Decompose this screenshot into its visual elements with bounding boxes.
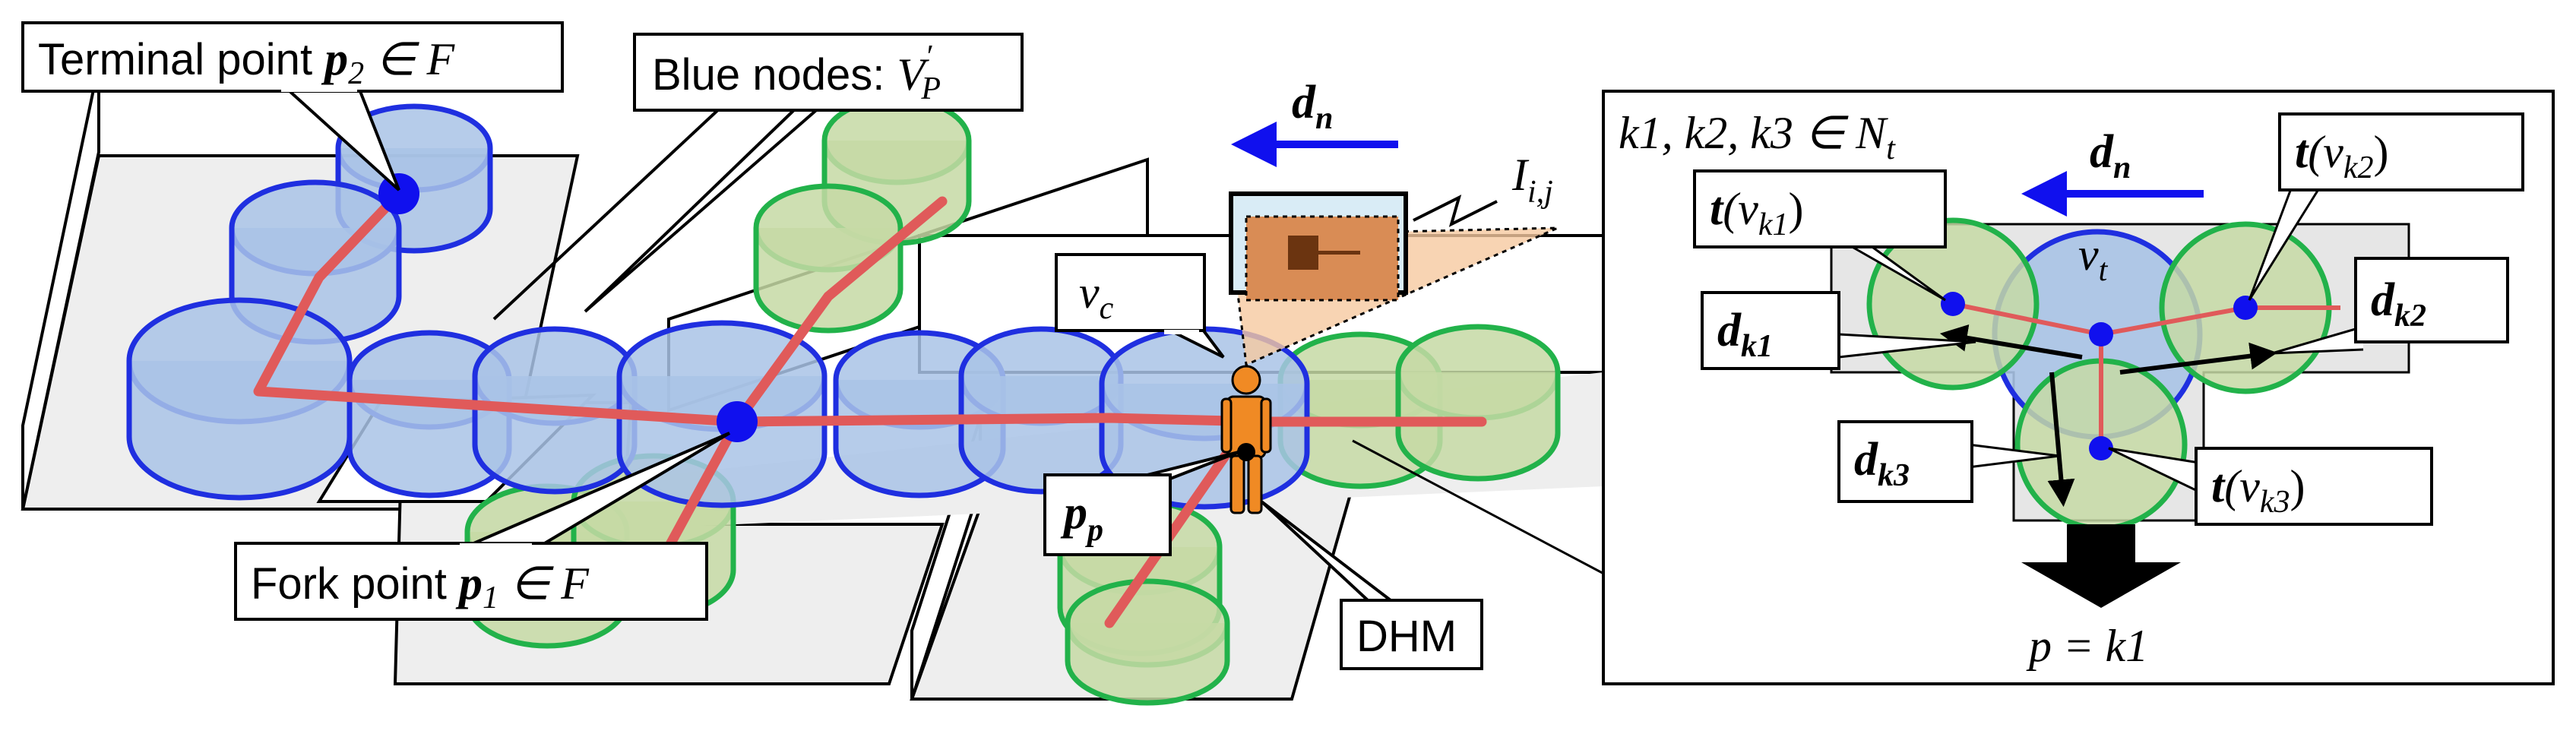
callout-terminal-point: Terminal point p2 ∈ F [21,21,564,191]
route-branch-down [663,416,742,552]
callout-fork-point: Fork point p1 ∈ F [234,432,731,621]
result-arrow-icon [2021,524,2181,608]
callout-pp: pp [1043,451,1239,556]
svg-text:DHM: DHM [1356,612,1457,661]
label-dk2: dk2 [2371,274,2426,334]
dn-label-main: dn [1292,77,1333,136]
inset-header: k1, k2, k3 ∈ Nt [1619,108,1896,166]
dn-label-inset: dn [2090,126,2131,185]
blue-node [958,326,1124,495]
dhm-position-marker [1237,443,1255,461]
green-node [1065,578,1230,706]
dhm-head [1231,365,1261,395]
label-dk1: dk1 [1717,305,1773,364]
image-pointer [1413,195,1498,227]
green-node [753,183,903,334]
green-node [1395,324,1561,482]
inset-panel: k1, k2, k3 ∈ Nt dn vt t(vk1) t(vk2) [1602,90,2555,685]
direction-arrow-main [1231,122,1398,167]
view-frustum [1229,191,1559,367]
svg-text:pp: pp [1060,487,1103,548]
zoom-line-lower [1352,439,1612,579]
terminal-point-marker [378,173,419,214]
vector-dk1 [1939,324,2083,359]
svg-text:Fork point p1 ∈ F: Fork point p1 ∈ F [251,558,590,615]
callout-vc: vc [1055,253,1225,359]
label-vt: vt [2078,229,2109,288]
route-branch-up [732,196,948,427]
label-t-vk3: t(vk3) [2211,460,2305,520]
label-t-vk1: t(vk1) [1710,183,1804,242]
result-label: p = k1 [2026,621,2148,671]
vector-dk2 [2119,342,2278,375]
fork-point-marker [717,401,758,442]
label-t-vk2: t(vk2) [2295,126,2389,185]
image-content [1245,215,1400,302]
dhm-figure [1220,365,1272,514]
svg-text:vc: vc [1079,267,1114,326]
svg-text:Blue nodes: V′P: Blue nodes: V′P [652,40,941,106]
arrow-in-image-icon [1288,236,1360,270]
label-dk3: dk3 [1854,434,1910,493]
svg-text:Terminal point p2 ∈ F: Terminal point p2 ∈ F [38,33,455,91]
callout-blue-nodes: Blue nodes: V′P [492,33,1024,321]
vector-dk3 [2047,372,2075,508]
callout-dhm: DHM [1260,500,1483,670]
image-label: Ii,j [1511,150,1553,210]
